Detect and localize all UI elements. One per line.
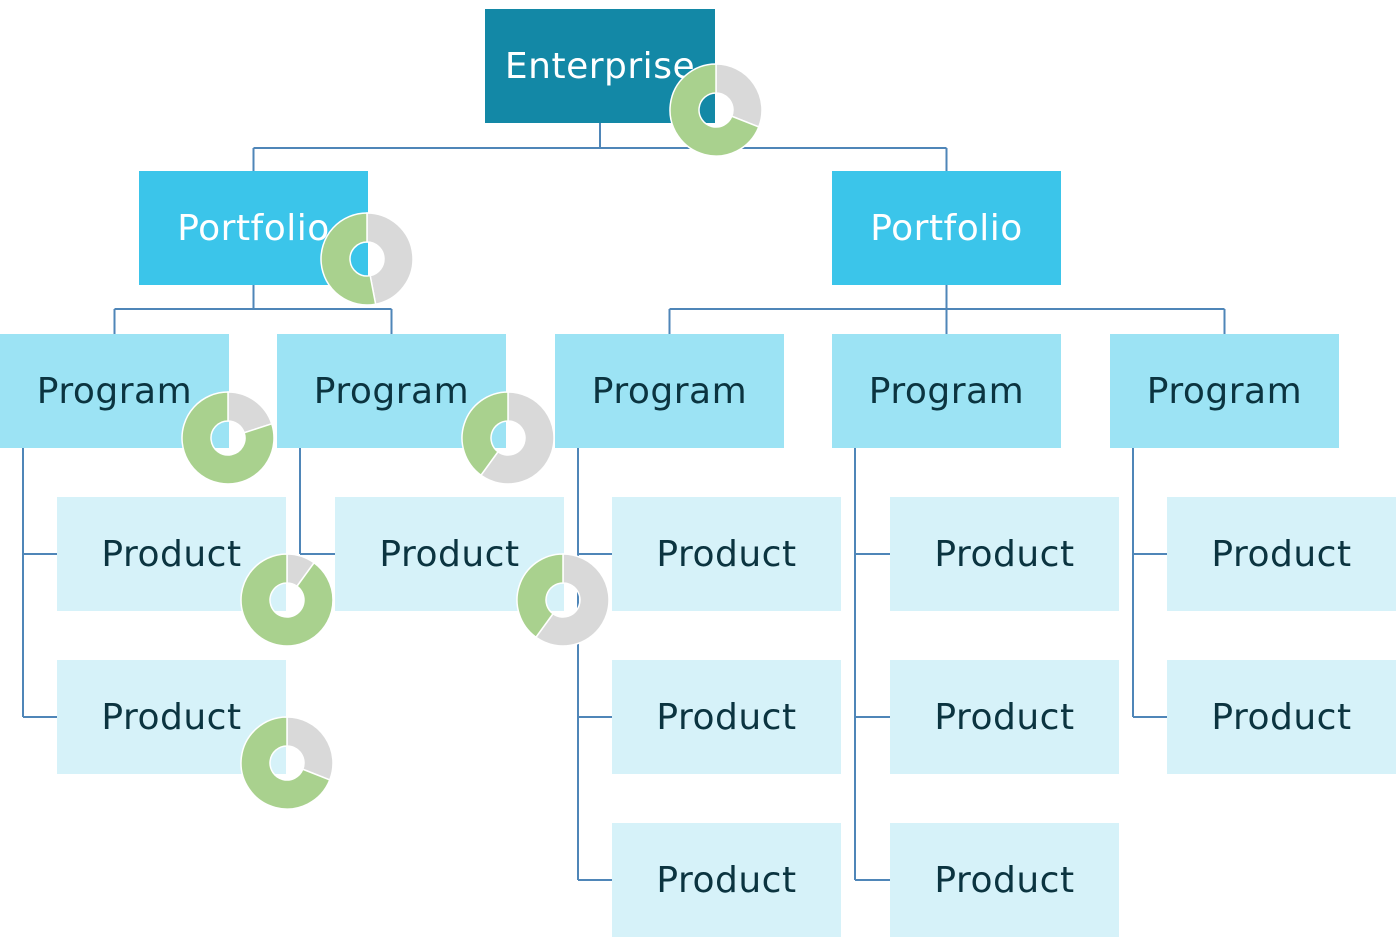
- donut-remaining-segment: [715, 63, 763, 128]
- product-node[interactable]: Product: [612, 497, 841, 611]
- portfolio-label: Portfolio: [177, 207, 330, 249]
- donut-remaining-segment: [479, 391, 555, 485]
- program-node[interactable]: Program: [277, 334, 506, 448]
- donut-complete-segment: [516, 553, 564, 639]
- program-node[interactable]: Program: [832, 334, 1061, 448]
- donut-complete-segment: [461, 391, 509, 477]
- donut-complete-segment: [320, 212, 377, 306]
- enterprise-label: Enterprise: [504, 45, 696, 87]
- product-node[interactable]: Product: [612, 660, 841, 774]
- program-label: Program: [313, 370, 470, 412]
- progress-donut: [320, 212, 414, 306]
- product-node[interactable]: Product: [890, 497, 1119, 611]
- donut-remaining-segment: [286, 716, 334, 781]
- product-label: Product: [656, 533, 797, 575]
- product-label: Product: [1211, 533, 1352, 575]
- product-node[interactable]: Product: [890, 823, 1119, 937]
- program-label: Program: [1146, 370, 1303, 412]
- product-node[interactable]: Product: [890, 660, 1119, 774]
- donut-remaining-segment: [534, 553, 610, 647]
- progress-donut: [461, 391, 555, 485]
- progress-donut: [240, 716, 334, 810]
- product-label: Product: [934, 859, 1075, 901]
- product-node[interactable]: Product: [1167, 660, 1396, 774]
- program-label: Program: [591, 370, 748, 412]
- product-label: Product: [1211, 696, 1352, 738]
- portfolio-node[interactable]: Portfolio: [832, 171, 1061, 285]
- product-node[interactable]: Product: [1167, 497, 1396, 611]
- program-node[interactable]: Program: [555, 334, 784, 448]
- donut-complete-segment: [181, 391, 275, 485]
- product-label: Product: [101, 696, 242, 738]
- donut-complete-segment: [240, 716, 331, 810]
- program-label: Program: [36, 370, 193, 412]
- program-node[interactable]: Program: [1110, 334, 1339, 448]
- program-node[interactable]: Program: [0, 334, 229, 448]
- progress-donut: [669, 63, 763, 157]
- product-node[interactable]: Product: [612, 823, 841, 937]
- enterprise-node[interactable]: Enterprise: [485, 9, 715, 123]
- product-label: Product: [934, 696, 1075, 738]
- product-label: Product: [656, 696, 797, 738]
- product-label: Product: [934, 533, 1075, 575]
- progress-donut: [516, 553, 610, 647]
- progress-donut: [240, 553, 334, 647]
- program-label: Program: [868, 370, 1025, 412]
- donut-complete-segment: [669, 63, 760, 157]
- donut-complete-segment: [240, 553, 334, 647]
- product-label: Product: [656, 859, 797, 901]
- product-label: Product: [379, 533, 520, 575]
- donut-remaining-segment: [366, 212, 414, 306]
- product-label: Product: [101, 533, 242, 575]
- portfolio-label: Portfolio: [870, 207, 1023, 249]
- progress-donut: [181, 391, 275, 485]
